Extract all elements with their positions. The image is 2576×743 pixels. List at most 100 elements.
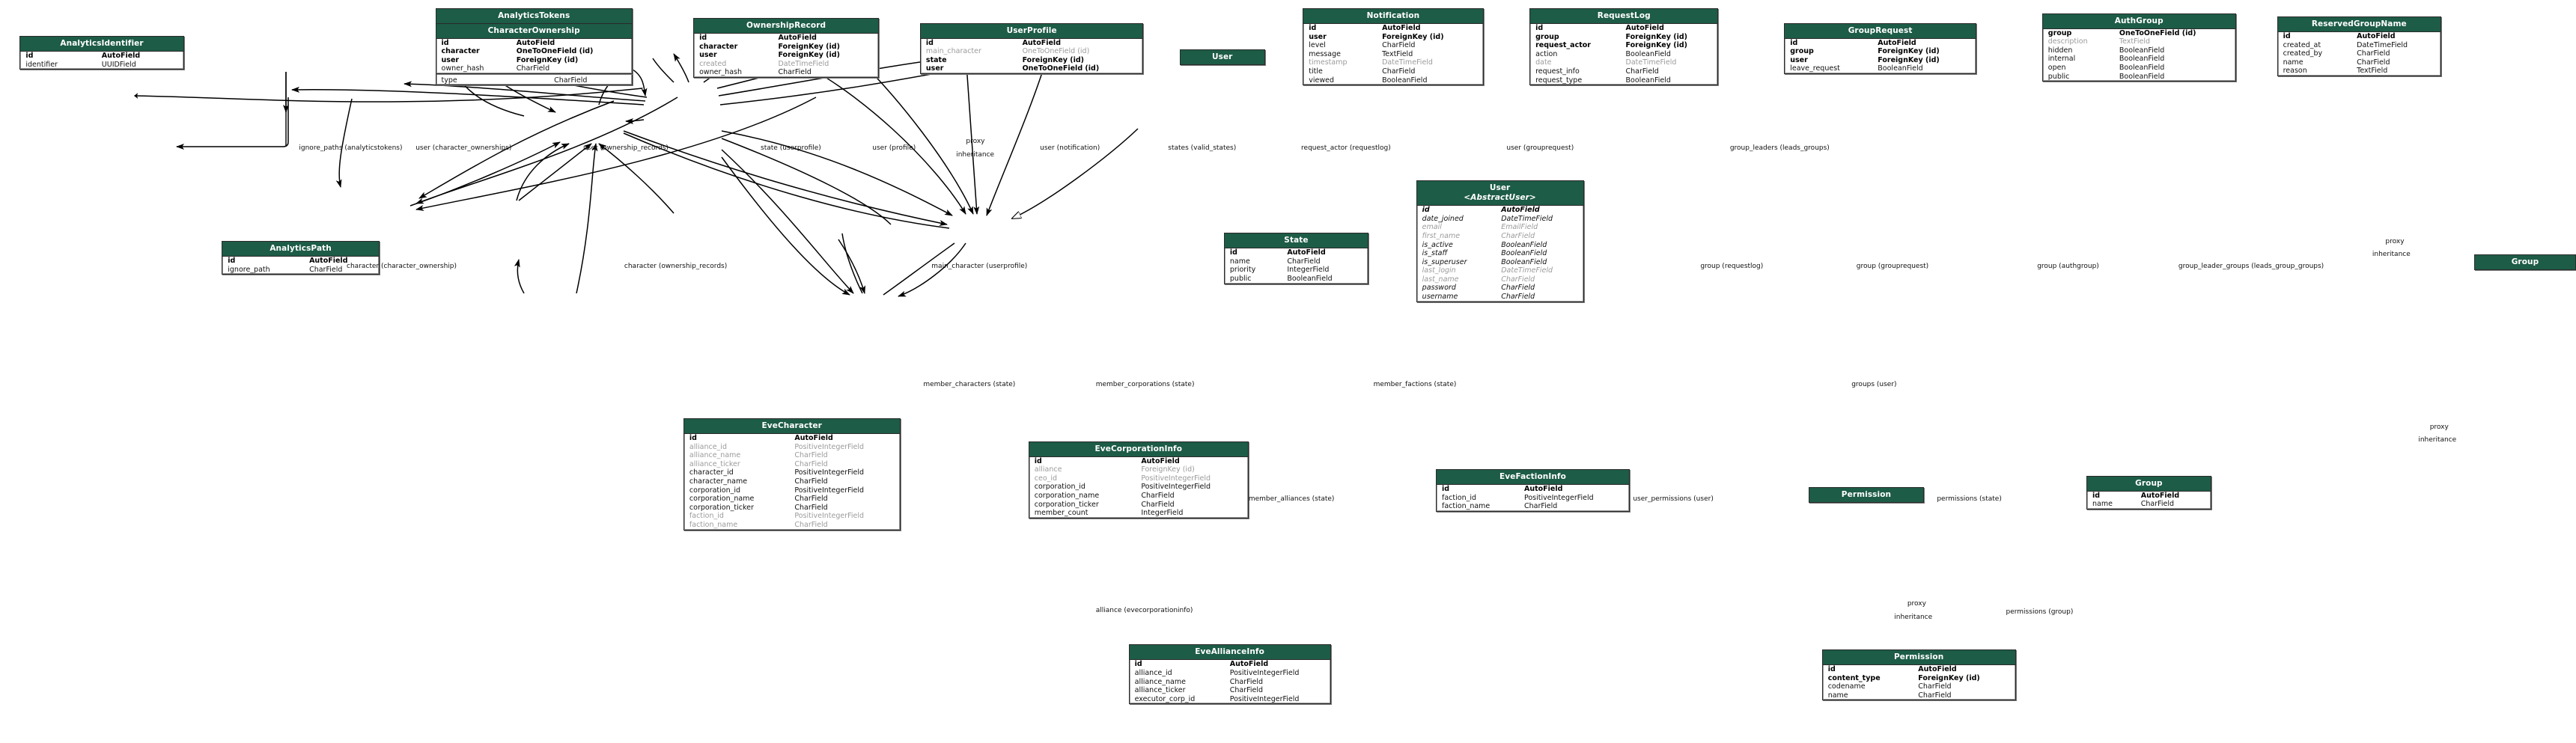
field-type: ForeignKey (id): [1022, 55, 1085, 64]
entity-title: AnalyticsTokens: [436, 8, 632, 24]
field-type: AutoField: [1141, 456, 1180, 465]
field-name: action: [1535, 49, 1558, 58]
field-name: public: [2047, 72, 2070, 81]
field-type: IntegerField: [1141, 509, 1184, 518]
field-name: name: [2283, 58, 2304, 67]
field-name: faction_name: [1442, 502, 1491, 511]
entity-title: User<AbstractUser>: [1416, 181, 1583, 207]
field-type: PositiveIntegerField: [794, 468, 865, 477]
field-type: AutoField: [1523, 484, 1563, 493]
entity-title: EveCharacter: [683, 418, 900, 434]
edge-label: permissions (state): [1937, 495, 2002, 503]
field-type: AutoField: [1229, 660, 1269, 669]
field-type: BooleanField: [1625, 49, 1671, 58]
field-name: owner_hash: [441, 64, 484, 73]
field-name: id: [1535, 23, 1544, 32]
edge-label: inheritance: [2372, 251, 2411, 259]
field-name: main_character: [925, 47, 981, 56]
field-name: group: [1535, 32, 1559, 41]
field-type: ForeignKey (id): [778, 42, 840, 51]
field-type: CharField: [1229, 677, 1264, 686]
field-type: BooleanField: [2119, 72, 2165, 81]
field-name: title: [1309, 67, 1323, 76]
field-type: BooleanField: [1501, 249, 1547, 258]
edge-label: proxy: [1907, 600, 1926, 608]
field-type: CharField: [1501, 284, 1535, 293]
entity-name: State: [1284, 236, 1309, 245]
entity-permission_small[interactable]: Permission: [1809, 487, 1924, 504]
edge-label: proxy: [2429, 423, 2449, 431]
field-type: ForeignKey (id): [1918, 673, 1980, 682]
field-name: request_info: [1535, 67, 1580, 76]
entity-group_right[interactable]: Group: [2473, 254, 2576, 270]
field-name: is_active: [1422, 240, 1453, 249]
field-type: ForeignKey (id): [1141, 465, 1195, 474]
edge-label: member_corporations (state): [1095, 380, 1195, 388]
field-name: id: [25, 52, 34, 61]
field-type: CharField: [1382, 41, 1416, 50]
edge-label: character (character_ownership): [347, 262, 457, 270]
field-type: DateTimeField: [778, 59, 829, 68]
field-name: reason: [2283, 67, 2307, 76]
field-name: id: [1034, 456, 1042, 465]
field-name: username: [1422, 293, 1458, 302]
field-type: IntegerField: [1287, 266, 1330, 275]
entity-user_small[interactable]: User: [1179, 49, 1265, 65]
entity-title: EveFactionInfo: [1437, 469, 1629, 485]
field-type: CharField: [554, 76, 588, 85]
entity-subtitle: <AbstractUser>: [1464, 193, 1536, 203]
edge-label: member_factions (state): [1373, 380, 1457, 388]
field-type: OneToOneField (id): [516, 47, 594, 56]
edge-label: groups (user): [1851, 380, 1897, 388]
field-name: name: [2092, 500, 2113, 509]
entity-title: AuthGroup: [2042, 13, 2235, 29]
entity-title: AnalyticsPath: [222, 242, 379, 257]
field-name: user: [925, 64, 944, 73]
field-type: AutoField: [1382, 23, 1421, 32]
field-type: CharField: [2357, 49, 2390, 58]
entity-name: OwnershipRecord: [746, 21, 826, 31]
field-type: PositiveIntegerField: [794, 512, 865, 521]
edge-label: group (authgroup): [2037, 262, 2099, 270]
